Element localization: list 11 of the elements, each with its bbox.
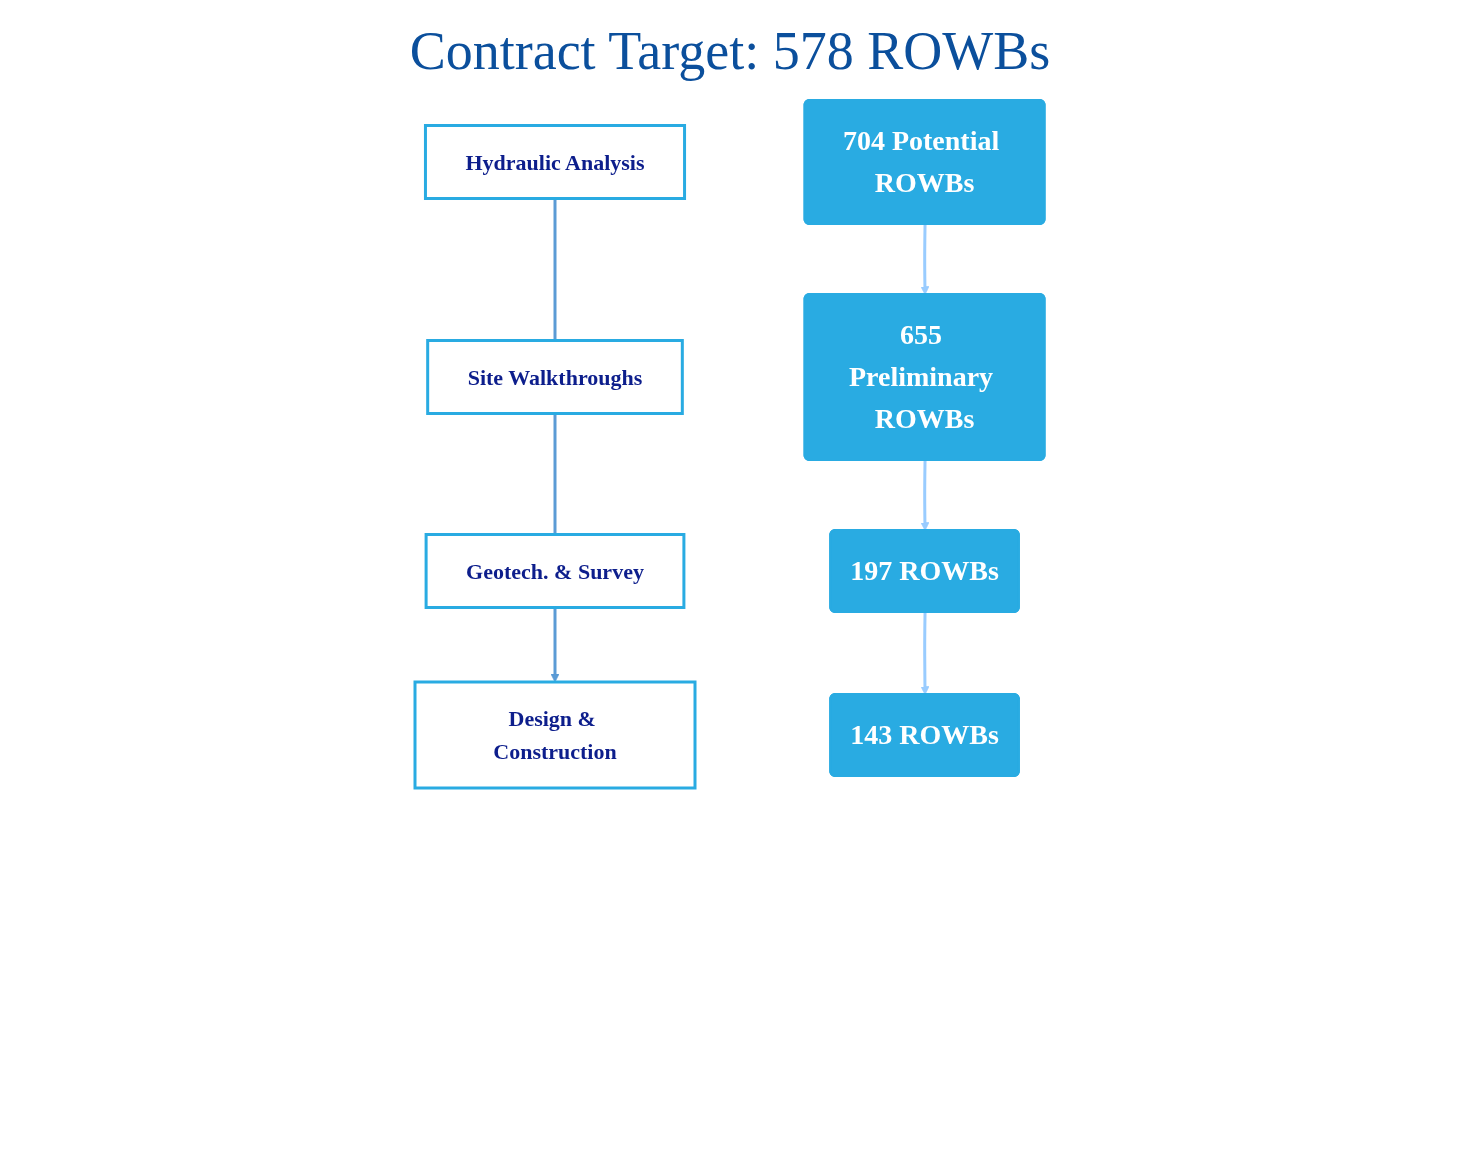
arrow: [920, 224, 930, 295]
connector: [553, 198, 557, 341]
node-box: Design & Construction: [413, 680, 697, 790]
arrow: [920, 612, 930, 695]
node-box: Geotech. & Survey: [424, 533, 686, 609]
title: Contract Target: 578 ROWBs: [409, 20, 1051, 82]
arrow: [550, 607, 560, 683]
node-box: Site Walkthroughs: [426, 339, 685, 415]
connector: [553, 413, 557, 535]
node-box: Hydraulic Analysis: [424, 124, 687, 200]
arrow: [920, 460, 930, 531]
